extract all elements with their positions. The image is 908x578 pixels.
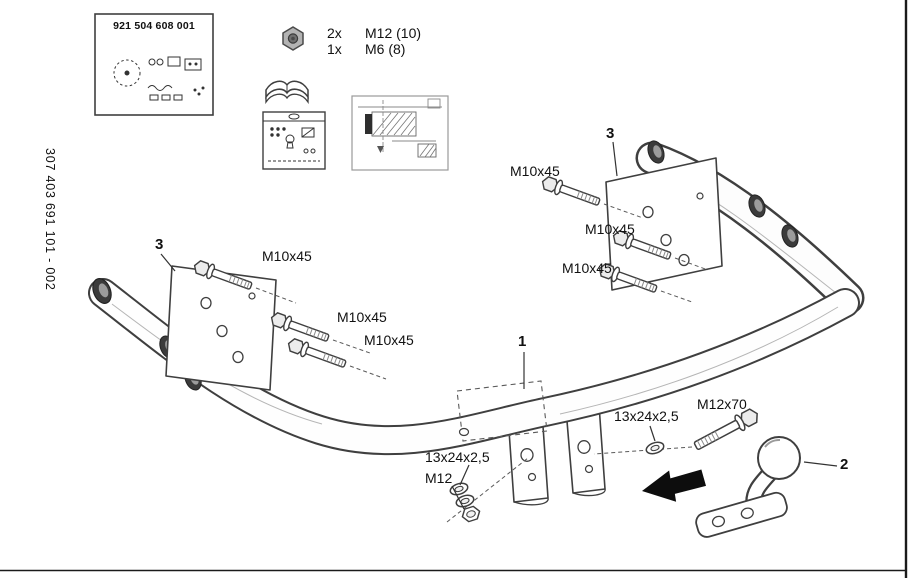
sticker-doodles: [113, 56, 205, 101]
hardware-spec-m12: M12 (10): [365, 25, 422, 41]
alignment-dashes: [255, 203, 709, 523]
towball: [695, 436, 801, 538]
bracket-plate-left: [165, 265, 277, 391]
direction-arrow-icon: [642, 469, 706, 502]
sticker-part-number: 921 504 608 001: [113, 20, 195, 32]
washer-13x24: [644, 439, 666, 457]
hardware-qty-m12: 2x: [327, 25, 342, 41]
bolt-m12x70: [691, 405, 762, 455]
callout-3-right: 3: [606, 125, 615, 142]
leader-lines: [160, 141, 838, 510]
label-bolt-left-mid: M10x45: [337, 309, 387, 325]
label-bolt-left-bottom: M10x45: [364, 332, 414, 348]
label-bolt-right-mid: M10x45: [585, 221, 635, 237]
parts-sticker-icon: [94, 13, 214, 116]
bolt-m10x45: [539, 173, 603, 210]
hidden-outline: [456, 380, 548, 442]
drawing-number-vertical: 307 403 691 101 - 002: [43, 148, 57, 291]
bracket-plate-right: [605, 157, 723, 291]
label-bolt-right-top: M10x45: [510, 163, 560, 179]
hex-nut-icon: [282, 26, 304, 51]
callout-2-towball: 2: [840, 456, 849, 473]
hardware-spec-m6: M6 (8): [365, 41, 406, 57]
hardware-qty-m6: 1x: [327, 41, 342, 57]
info-card-icon: [262, 111, 326, 170]
towball-ball: [757, 436, 801, 480]
label-bolt-right-bottom: M10x45: [562, 260, 612, 276]
vehicle-sketch-icon: [351, 95, 449, 171]
towball-base: [695, 491, 788, 538]
bolt-m10x45: [285, 335, 349, 372]
label-washer-upper: 13x24x2,5: [614, 408, 679, 424]
label-bolt-m12x70: M12x70: [697, 396, 747, 412]
label-washer-lower: 13x24x2,5: [425, 449, 490, 465]
bolt-m10x45: [268, 309, 332, 346]
callout-1-crossbar: 1: [518, 333, 527, 350]
callout-3-left: 3: [155, 236, 164, 253]
open-book-icon: [265, 80, 309, 105]
label-bolt-left-top: M10x45: [262, 248, 312, 264]
label-nut-m12: M12: [425, 470, 453, 486]
